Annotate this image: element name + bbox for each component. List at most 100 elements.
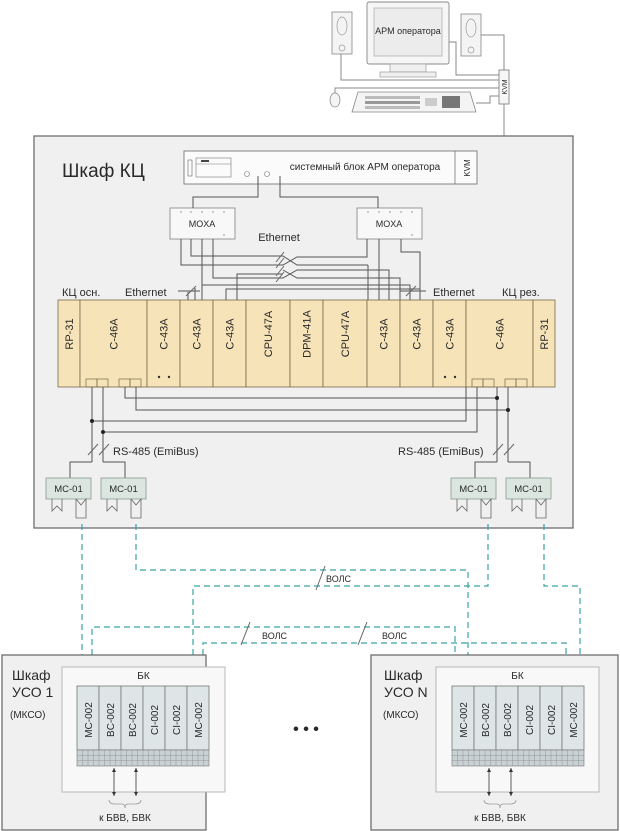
moxa-left-label: MOXA bbox=[189, 219, 216, 229]
uso-n-title-line1: Шкаф bbox=[384, 667, 423, 683]
rack-module-c-43a: C-43A bbox=[399, 299, 434, 388]
converter-label: MC-01 bbox=[514, 484, 543, 495]
fiber-rx-port-icon bbox=[51, 499, 63, 512]
io-label: к БВВ, БВК bbox=[99, 813, 151, 824]
fiber-tx-port-icon bbox=[130, 497, 142, 519]
rs485-left-label: RS-485 (EmiBus) bbox=[113, 446, 199, 458]
bk-label: БК bbox=[511, 671, 524, 682]
fiber-rx-port-icon bbox=[106, 499, 118, 512]
system-unit bbox=[183, 150, 478, 185]
monitor-label: АРМ оператора bbox=[375, 26, 441, 36]
rack-module-dpm-41a: DPM-41A bbox=[289, 299, 324, 388]
ethernet-wiring bbox=[178, 239, 426, 300]
ethernet-top-label: Ethernet bbox=[258, 232, 300, 244]
uso-1-subtitle: (МКСО) bbox=[10, 710, 45, 721]
moxa-right bbox=[356, 207, 423, 240]
fiber-label-right: ВОЛС bbox=[382, 631, 408, 641]
rack-module-c-43a: C-43A bbox=[146, 299, 181, 388]
rs485-wiring bbox=[69, 387, 531, 478]
rack-module-label: CPU-47A bbox=[340, 310, 352, 357]
fiber-rx-port-icon bbox=[456, 499, 468, 512]
bk-module-mc-002: MC-002 bbox=[561, 685, 585, 751]
rack-module-c-43a: C-43A bbox=[212, 299, 247, 388]
uso-1-title-line2: УСО 1 bbox=[12, 684, 53, 700]
terminal-block bbox=[76, 749, 210, 767]
ethernet-port-2 bbox=[264, 171, 270, 177]
bk-module-label: BC-002 bbox=[106, 703, 117, 737]
uso-n-title-line2: УСО N bbox=[384, 684, 428, 700]
rack-module-cpu-47a: CPU-47A bbox=[245, 299, 291, 388]
moxa-left bbox=[169, 207, 236, 240]
system-unit-kvm-label: KVM bbox=[463, 159, 472, 177]
converter-label: MC-01 bbox=[54, 484, 83, 495]
bk-module-bc-002: BC-002 bbox=[473, 685, 497, 751]
rack-module-label: DPM-41A bbox=[302, 310, 314, 358]
brace-icon bbox=[483, 799, 517, 809]
bk-module-label: MC-002 bbox=[569, 702, 580, 738]
rack-module-c-43a: C-43A bbox=[179, 299, 214, 388]
converter-mc-01: MC-01 bbox=[450, 477, 497, 519]
rack-module-label: C-43A bbox=[379, 318, 391, 350]
brace-icon bbox=[108, 799, 142, 809]
rack-module-label: CPU-47A bbox=[263, 310, 275, 357]
fiber-label-top: ВОЛС bbox=[326, 574, 352, 584]
rack-module-label: RP-31 bbox=[539, 318, 551, 349]
bk-module-label: MC-002 bbox=[84, 702, 95, 738]
bk-module-label: CI-002 bbox=[150, 705, 161, 735]
bk-module-label: CI-002 bbox=[172, 705, 183, 735]
bk-module-label: BC-002 bbox=[128, 703, 139, 737]
rack-module-c-43a: C-43A bbox=[432, 299, 467, 388]
monitor-icon bbox=[366, 1, 450, 78]
bk-module-label: CI-002 bbox=[525, 705, 536, 735]
ethernet-right-label: Ethernet bbox=[433, 287, 475, 299]
more-cabinets-ellipsis: • • • bbox=[293, 721, 319, 738]
bk-module-ci-002: CI-002 bbox=[517, 685, 541, 751]
control-cabinet-title: Шкаф КЦ bbox=[62, 161, 145, 182]
rack-module-label: C-43A bbox=[225, 318, 237, 350]
bk-module-mc-002: MC-002 bbox=[451, 685, 475, 751]
converter-mc-01: MC-01 bbox=[45, 477, 92, 519]
fiber-tx-port-icon bbox=[480, 497, 492, 519]
rack-module-c-46a: C-46A bbox=[79, 299, 148, 388]
system-unit-label: системный блок АРМ оператора bbox=[290, 161, 441, 173]
rack-module-label: RP-31 bbox=[64, 318, 76, 349]
rack-module-c-43a: C-43A bbox=[366, 299, 401, 388]
rack-module-label: C-43A bbox=[192, 318, 204, 350]
converter-label: MC-01 bbox=[109, 484, 138, 495]
uso-n-subtitle: (МКСО) bbox=[383, 710, 418, 721]
bk-module-ci-002: CI-002 bbox=[539, 685, 563, 751]
moxa-right-label: MOXA bbox=[376, 219, 403, 229]
rack-module-c-46a: C-46A bbox=[465, 299, 534, 388]
rack-module-rp-31: RP-31 bbox=[532, 299, 556, 388]
main-controller-label: КЦ осн. bbox=[62, 287, 100, 299]
fiber-rx-port-icon bbox=[511, 499, 523, 512]
bk-module-label: BC-002 bbox=[503, 703, 514, 737]
converter-mc-01: MC-01 bbox=[505, 477, 552, 519]
left-speaker-icon bbox=[331, 11, 353, 55]
bk-module-mc-002: MC-002 bbox=[76, 685, 100, 751]
kvm-label: KVM bbox=[502, 79, 509, 94]
fiber-tx-port-icon bbox=[535, 497, 547, 519]
fiber-label-left: ВОЛС bbox=[262, 631, 288, 641]
reserve-controller-label: КЦ рез. bbox=[502, 287, 540, 299]
uso-1-title-line1: Шкаф bbox=[12, 667, 51, 683]
rack-module-label: C-43A bbox=[159, 318, 171, 350]
ethernet-left-label: Ethernet bbox=[125, 287, 167, 299]
right-speaker-icon bbox=[460, 13, 482, 57]
converters: MC-01 MC-01 MC-01 MC-01 bbox=[45, 477, 552, 519]
rack-module-label: C-43A bbox=[412, 318, 424, 350]
bk-module-bc-002: BC-002 bbox=[98, 685, 122, 751]
bk-module-bc-002: BC-002 bbox=[495, 685, 519, 751]
rack-module-cpu-47a: CPU-47A bbox=[322, 299, 368, 388]
bk-module-bc-002: BC-002 bbox=[120, 685, 144, 751]
bk-module-label: CI-002 bbox=[547, 705, 558, 735]
converter-label: MC-01 bbox=[459, 484, 488, 495]
bk-module-mc-002: MC-002 bbox=[186, 685, 210, 751]
mouse-icon bbox=[329, 92, 341, 108]
bk-module-label: BC-002 bbox=[481, 703, 492, 737]
ethernet-port-1 bbox=[244, 171, 250, 177]
